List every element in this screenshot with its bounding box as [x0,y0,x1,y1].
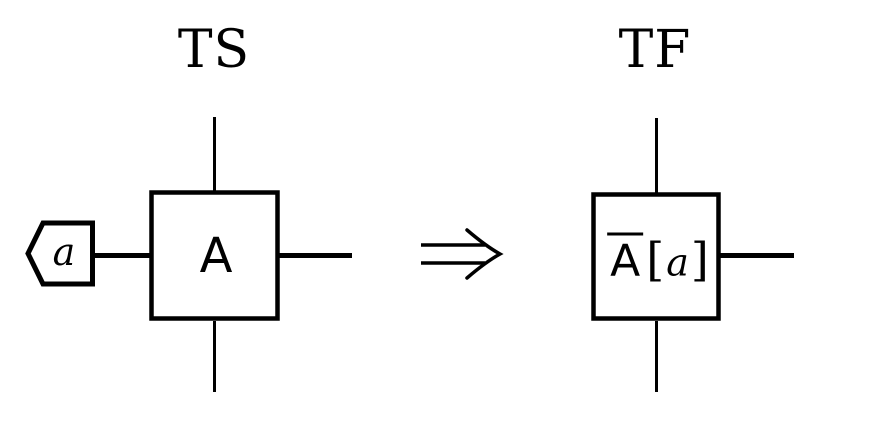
tf-box-label-base-overlined: A [607,232,644,284]
tf-box-label-close-bracket: ] [690,232,709,287]
ts-box-label: A [199,228,233,284]
tf-box-label-open-bracket: [ [646,232,665,287]
ts-title: TS [177,20,251,80]
implies-arrow-icon [421,228,504,280]
ts-tensor-box [149,190,280,321]
ts-tag-pentagon [25,220,95,287]
tf-box-label-arg: a [666,240,689,285]
tf-title: TF [618,20,692,80]
ts-tag-label: a [52,230,76,274]
tf-tensor-box [591,192,721,321]
tf-box-label: A [ a ] [607,232,709,287]
